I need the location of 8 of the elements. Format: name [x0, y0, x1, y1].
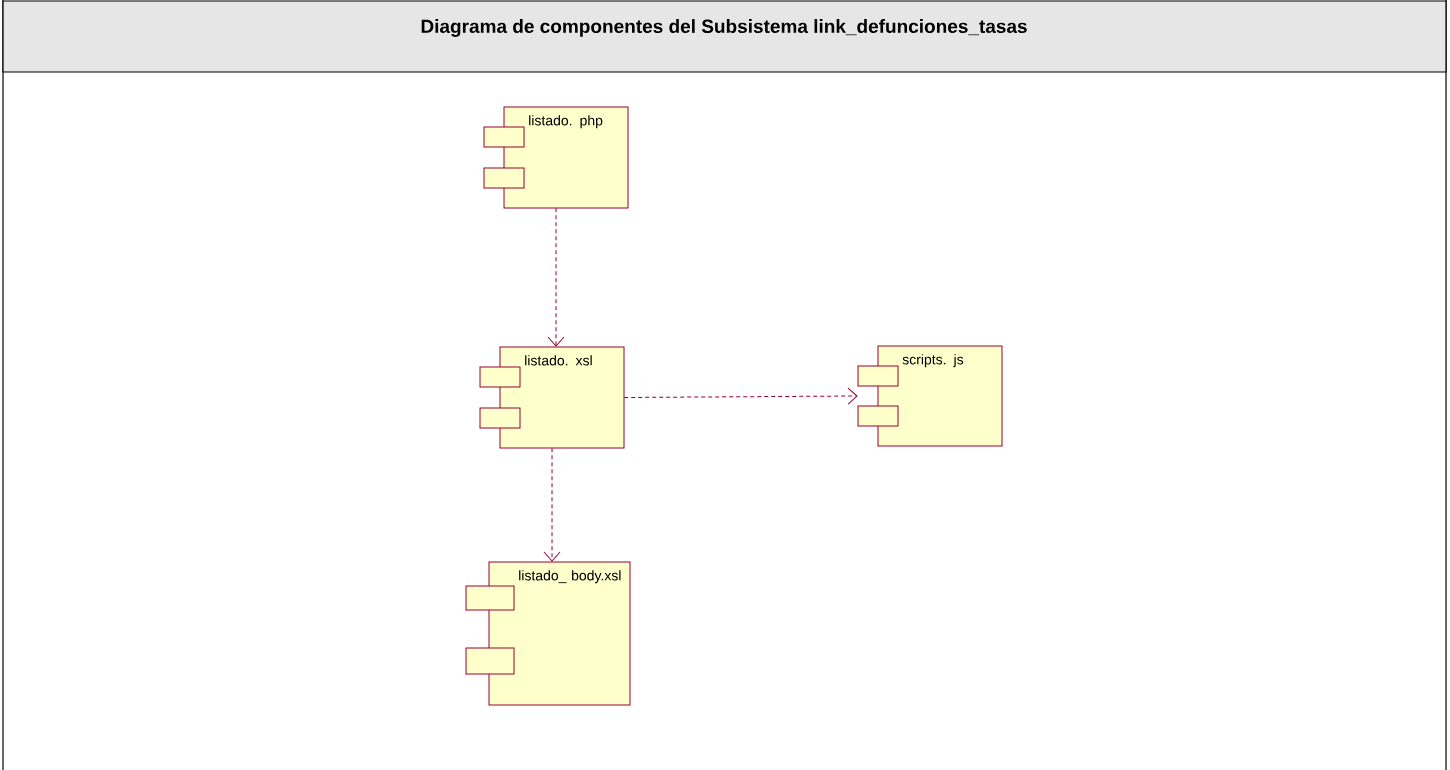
dependency-arrow [623, 387, 858, 405]
title-band: Diagrama de componentes del Subsistema link_defunciones_tasas [2, 0, 1447, 73]
component-box: listado. php [483, 106, 629, 209]
component-box: listado_ body.xsl [465, 561, 631, 706]
component-box: scripts. js [857, 345, 1003, 447]
dependency-arrow [543, 447, 561, 562]
component-box: listado. xsl [479, 346, 625, 449]
dependency-arrow [547, 207, 565, 347]
